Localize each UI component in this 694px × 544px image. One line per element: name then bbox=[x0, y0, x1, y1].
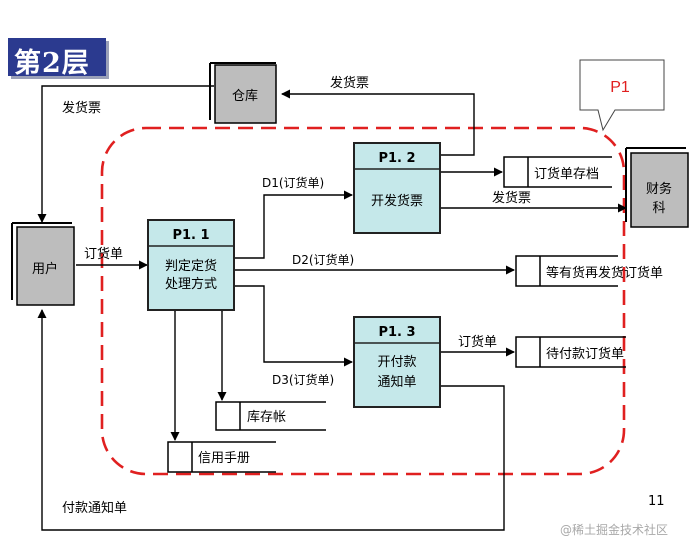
process-p1-2: P1. 2 开发货票 bbox=[353, 142, 441, 234]
p1-3-line1: 开付款 bbox=[377, 355, 416, 370]
label-invoice-left: 发货票 bbox=[62, 100, 101, 116]
label-order-in: 订货单 bbox=[84, 246, 123, 262]
store-inventory-label: 库存帐 bbox=[247, 409, 286, 425]
entity-warehouse: 仓库 bbox=[209, 62, 277, 124]
store-wait-payment-label: 待付款订货单 bbox=[546, 346, 624, 362]
page-title: 第2层 bbox=[14, 48, 90, 79]
label-d1: D1(订货单) bbox=[262, 175, 324, 190]
label-d2: D2(订货单) bbox=[292, 252, 354, 267]
process-p1-1: P1. 1 判定定货 处理方式 bbox=[147, 219, 235, 311]
finance-label-1: 财务 bbox=[646, 181, 672, 197]
flow-d1 bbox=[234, 190, 353, 259]
title-badge bbox=[8, 38, 106, 76]
p1-2-line1: 开发货票 bbox=[371, 193, 423, 209]
store-order-archive-label: 订货单存档 bbox=[534, 166, 599, 182]
watermark: @稀土掘金技术社区 bbox=[560, 523, 669, 537]
process-p1-3: P1. 3 开付款 通知单 bbox=[353, 316, 441, 408]
p1-1-line1: 判定定货 bbox=[165, 258, 217, 274]
label-invoice-finance: 发货票 bbox=[492, 190, 531, 206]
label-order-wait-payment: 订货单 bbox=[458, 334, 497, 350]
system-boundary bbox=[100, 126, 626, 476]
finance-label-2: 科 bbox=[652, 201, 665, 216]
flow-payment-notice bbox=[37, 309, 505, 531]
store-credit: 信用手册 bbox=[167, 441, 276, 473]
callout-p1: P1 bbox=[579, 59, 665, 132]
flow-invoice-to-warehouse bbox=[281, 89, 475, 156]
p1-1-id: P1. 1 bbox=[172, 228, 209, 243]
p1-2-id: P1. 2 bbox=[378, 151, 415, 166]
p1-1-line2: 处理方式 bbox=[165, 276, 217, 292]
entity-finance: 财务 科 bbox=[625, 147, 689, 228]
store-wait-stock: 等有货再发货订货单 bbox=[515, 255, 663, 287]
p1-3-id: P1. 3 bbox=[378, 325, 415, 340]
page-number: 11 bbox=[648, 494, 665, 509]
label-payment-notice: 付款通知单 bbox=[62, 500, 127, 516]
entity-user: 用户 bbox=[11, 222, 75, 306]
user-label: 用户 bbox=[32, 261, 58, 277]
callout-label: P1 bbox=[610, 79, 630, 96]
label-invoice-top: 发货票 bbox=[330, 75, 369, 91]
store-order-archive: 订货单存档 bbox=[503, 156, 612, 188]
store-wait-stock-label: 等有货再发货订货单 bbox=[546, 265, 663, 281]
store-wait-payment: 待付款订货单 bbox=[515, 336, 626, 368]
flow-invoice-to-user bbox=[37, 85, 214, 223]
warehouse-label: 仓库 bbox=[232, 88, 258, 104]
flow-d3 bbox=[234, 285, 353, 367]
store-credit-label: 信用手册 bbox=[198, 451, 250, 466]
p1-3-line2: 通知单 bbox=[377, 374, 416, 390]
store-inventory: 库存帐 bbox=[215, 401, 326, 431]
label-d3: D3(订货单) bbox=[272, 372, 334, 387]
